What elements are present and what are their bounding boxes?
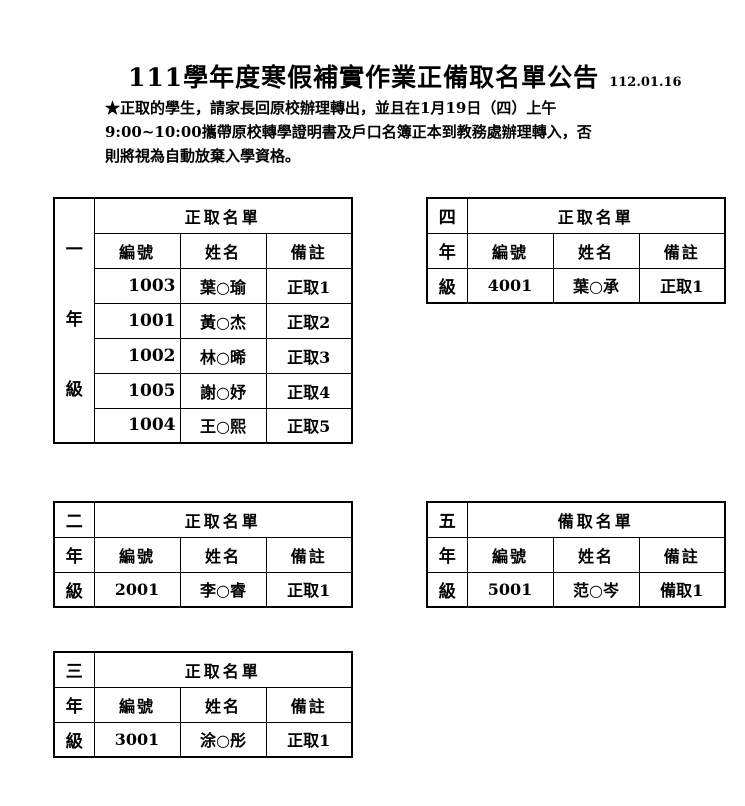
student-name: 葉○瑜 [179,267,267,304]
student-name: 黃○杰 [179,302,267,339]
student-name: 李○睿 [179,571,267,608]
student-note: 正取1 [265,571,353,608]
student-id: 5001 [466,571,554,608]
table-row: 1002 林○晞 正取3 [54,337,353,374]
column-header-note: 備註 [638,536,726,573]
table-row: 1004 王○熙 正取5 [54,407,353,444]
student-id: 1002 [93,337,181,374]
grade-label-char: 年 [426,536,468,573]
column-header-id: 編號 [466,536,554,573]
announcement-date: 112.01.16 [609,75,682,90]
column-header-name: 姓名 [552,232,640,269]
table-row: 級 4001 葉○承 正取1 [426,267,726,304]
title-text: 111學年度寒假補實作業正備取名單公告 [128,63,600,92]
column-header-note: 備註 [638,232,726,269]
student-id: 2001 [93,571,181,608]
column-header-id: 編號 [466,232,554,269]
notice-line-2: 9:00~10:00攜帶原校轉學證明書及戶口名簿正本到教務處辦理轉入，否 [105,123,592,141]
column-header-id: 編號 [93,536,181,573]
column-header-note: 備註 [265,536,353,573]
student-name: 林○晞 [179,337,267,374]
column-header-name: 姓名 [179,232,267,269]
grade-label-char: 級 [53,721,95,758]
column-header-name: 姓名 [552,536,640,573]
grade-label-char: 級 [426,571,468,608]
grade-label-char: 二 [53,501,95,538]
student-note: 正取1 [265,721,353,758]
student-name: 范○岑 [552,571,640,608]
column-header-name: 姓名 [179,686,267,723]
list-title: 備取名單 [466,501,726,538]
grade-label-char: 級 [53,571,95,608]
grade-label-char: 四 [426,197,468,234]
student-id: 1001 [93,302,181,339]
column-header-name: 姓名 [179,536,267,573]
grade-label-char: 五 [426,501,468,538]
grade-label-char: 年 [53,536,95,573]
grade-label-char: 級 [65,380,83,400]
student-name: 王○熙 [179,407,267,444]
student-note: 正取5 [265,407,353,444]
grade-2-table: 二 正取名單 年 編號 姓名 備註 級 2001 李○睿 正取1 [53,501,353,608]
grade-4-table: 四 正取名單 年 編號 姓名 備註 級 4001 葉○承 正取1 [426,197,726,304]
student-note: 正取3 [265,337,353,374]
table-row: 1001 黃○杰 正取2 [54,302,353,339]
column-header-note: 備註 [265,232,353,269]
student-id: 1003 [93,267,181,304]
student-name: 葉○承 [552,267,640,304]
column-header-note: 備註 [265,686,353,723]
column-header-id: 編號 [93,232,181,269]
student-note: 正取1 [265,267,353,304]
student-id: 4001 [466,267,554,304]
list-title: 正取名單 [466,197,726,234]
grade-label: 一 年 級 [53,197,95,444]
student-name: 涂○彤 [179,721,267,758]
notice-line-1: ★正取的學生，請家長回原校辦理轉出，並且在1月19日（四）上午 [105,99,557,117]
student-id: 1005 [93,372,181,409]
list-title: 正取名單 [93,197,353,234]
table-row: 級 5001 范○岑 備取1 [426,571,726,608]
grade-label-char: 年 [53,686,95,723]
grade-label-char: 年 [65,310,83,330]
student-id: 3001 [93,721,181,758]
notice-text: ★正取的學生，請家長回原校辦理轉出，並且在1月19日（四）上午 9:00~10:… [105,96,705,168]
student-note: 正取1 [638,267,726,304]
grade-1-table: 一 年 級 正取名單 編號 姓名 備註 1003 葉○瑜 正取1 1001 黃○… [53,197,353,444]
grade-5-table: 五 備取名單 年 編號 姓名 備註 級 5001 范○岑 備取1 [426,501,726,608]
grade-label-char: 一 [65,240,83,260]
table-row: 級 3001 涂○彤 正取1 [53,721,353,758]
student-name: 謝○妤 [179,372,267,409]
page-title: 111學年度寒假補實作業正備取名單公告 112.01.16 [128,58,682,94]
grade-label-char: 年 [426,232,468,269]
student-note: 備取1 [638,571,726,608]
grade-3-table: 三 正取名單 年 編號 姓名 備註 級 3001 涂○彤 正取1 [53,651,353,758]
table-row: 1003 葉○瑜 正取1 [54,267,353,304]
table-row: 1005 謝○妤 正取4 [54,372,353,409]
student-note: 正取2 [265,302,353,339]
column-header-id: 編號 [93,686,181,723]
table-row: 級 2001 李○睿 正取1 [53,571,353,608]
student-note: 正取4 [265,372,353,409]
list-title: 正取名單 [93,501,353,538]
notice-line-3: 則將視為自動放棄入學資格。 [105,147,301,165]
grade-label-char: 三 [53,651,95,688]
grade-label-char: 級 [426,267,468,304]
list-title: 正取名單 [93,651,353,688]
student-id: 1004 [93,407,181,444]
